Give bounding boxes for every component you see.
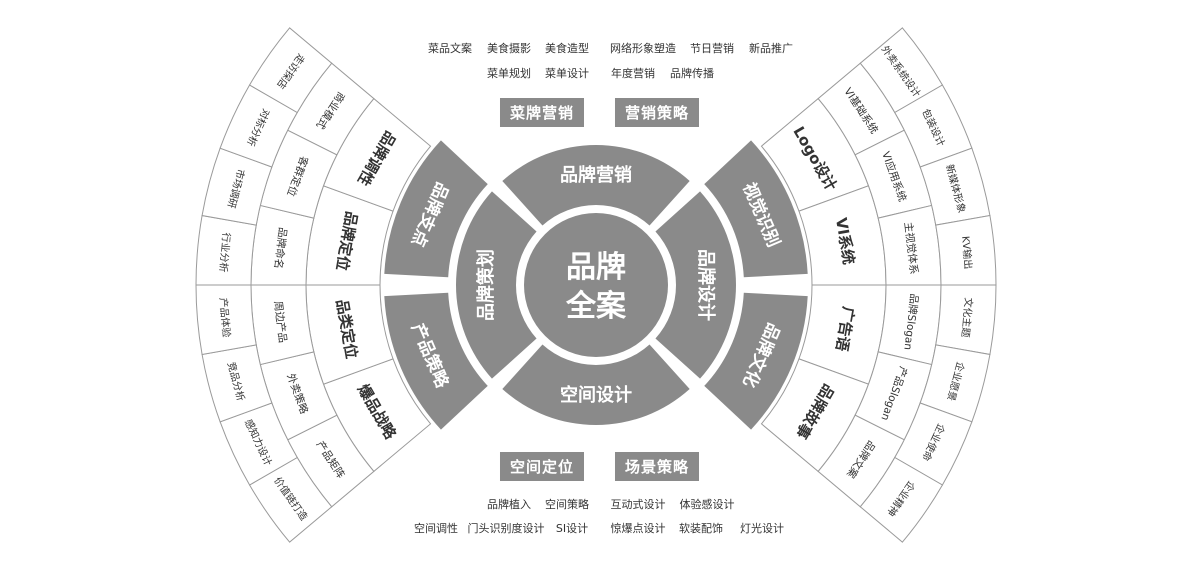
right-fan-cell [859,456,944,543]
center-title-line2: 全案 [565,289,627,324]
left-fan-label: 品牌命名 [272,227,290,270]
top-tag-marketing-strategy: 营销策略 [614,98,700,127]
bottom-item: 软装配饰 [679,522,723,535]
bottom-tag-space-positioning: 空间定位 [499,452,585,481]
right-fan-label: KV输出 [959,235,975,269]
top-item: 美食摄影 [487,42,531,55]
middle-ring-segment [704,140,808,278]
right-fan-label: 主视觉体系 [902,221,921,275]
top-row2: 菜单规划 菜单设计 年度营销 品牌传播 [0,65,1200,81]
top-item: 菜单设计 [545,67,589,80]
left-fan-cell [248,27,333,114]
top-row1: 菜品文案 美食摄影 美食造型 网络形象塑造 节日营销 新品推广 [0,40,1200,56]
top-item: 菜品文案 [428,42,472,55]
bottom-row1: 品牌植入 空间策略 互动式设计 体验感设计 [0,496,1200,512]
left-fan-label: 行业分析 [217,232,233,273]
inner-ring-segment [655,191,737,379]
top-item: 年度营销 [611,67,655,80]
middle-ring-segment [384,292,488,430]
inner-ring-label: 品牌设计 [695,249,717,321]
bottom-item: 空间调性 [414,522,458,535]
top-item: 节日营销 [690,42,734,55]
bottom-item: SI设计 [555,522,589,535]
center-circle [524,213,668,357]
bottom-item: 空间策略 [545,498,589,511]
top-item: 新品推广 [749,42,793,55]
fan-layer [195,27,997,543]
right-fan-label: 文化主题 [959,297,975,338]
ring-layer [384,140,808,430]
inner-ring-label: 品牌营销 [560,164,632,186]
inner-ring-label: 空间设计 [560,384,632,406]
top-tag-menu-marketing: 菜牌营销 [499,98,585,127]
middle-ring-segment [704,292,808,430]
bottom-item: 惊爆点设计 [610,522,666,535]
center-title-line1: 品牌 [566,250,626,285]
bottom-item: 体验感设计 [679,498,735,511]
top-item: 品牌传播 [670,67,714,80]
inner-ring-segment [502,344,690,425]
top-item: 菜单规划 [487,67,531,80]
middle-ring-segment [384,140,488,278]
bottom-item: 灯光设计 [740,522,784,535]
top-item: 美食造型 [545,42,589,55]
inner-ring-segment [502,145,690,226]
bottom-item: 门头识别度设计 [467,522,545,535]
inner-ring-segment [456,191,537,379]
inner-ring-label: 品牌策划 [475,249,497,321]
left-fan-label: 周边产品 [272,300,290,343]
bottom-tag-scene-strategy: 场景策略 [614,452,700,481]
left-fan-label: 产品体验 [217,297,233,338]
bottom-item: 互动式设计 [610,498,666,511]
bottom-row2: 空间调性 门头识别度设计 SI设计 惊爆点设计 软装配饰 灯光设计 [0,520,1200,536]
top-item: 网络形象塑造 [610,42,676,55]
bottom-item: 品牌植入 [487,498,531,511]
